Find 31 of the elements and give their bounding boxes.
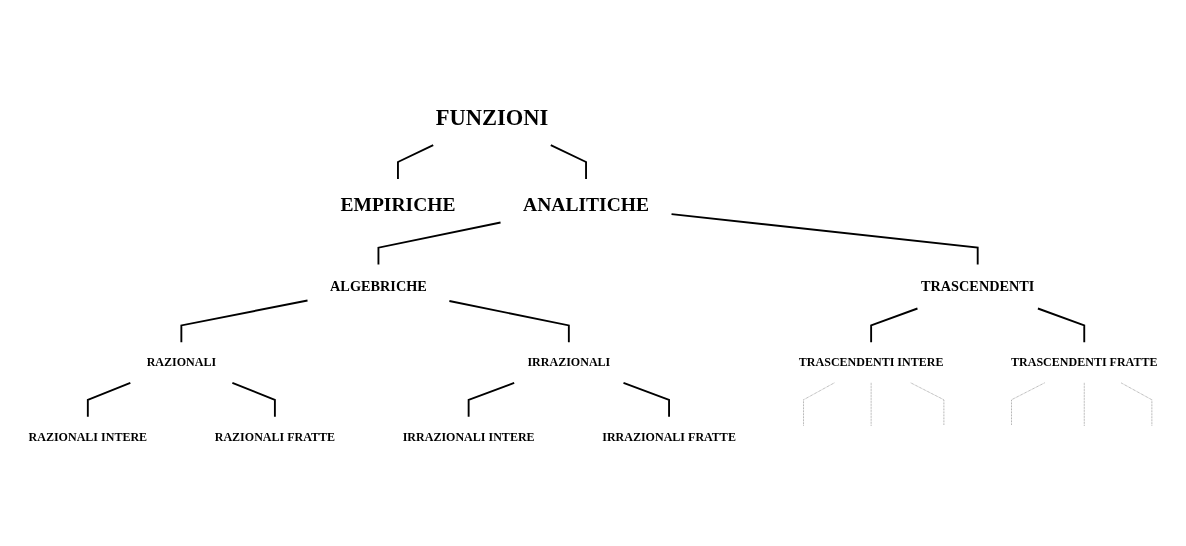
node-text: IRRAZIONALI bbox=[527, 355, 611, 369]
connector bbox=[803, 382, 835, 427]
connector bbox=[1037, 307, 1086, 344]
node-text: IRRAZIONALI INTERE bbox=[402, 430, 535, 443]
connector bbox=[377, 221, 502, 266]
connector bbox=[870, 307, 919, 344]
node-text: ANALITICHE bbox=[523, 193, 649, 216]
node-text: RAZIONALI INTERE bbox=[28, 430, 148, 443]
connector bbox=[910, 382, 945, 427]
node-text: RAZIONALI bbox=[146, 355, 217, 369]
connector bbox=[1120, 382, 1153, 427]
node-text: IRRAZIONALI FRATTE bbox=[602, 430, 736, 443]
connector bbox=[622, 381, 670, 418]
node-text: EMPIRICHE bbox=[340, 193, 456, 216]
connector bbox=[397, 144, 435, 180]
connector bbox=[467, 381, 516, 418]
connector bbox=[670, 213, 979, 266]
connector bbox=[1083, 382, 1085, 427]
connector bbox=[86, 381, 132, 418]
connector bbox=[448, 300, 570, 344]
connector bbox=[870, 382, 872, 427]
node-text: FUNZIONI bbox=[435, 104, 549, 130]
connector bbox=[549, 144, 587, 180]
node-text: RAZIONALI FRATTE bbox=[214, 430, 336, 443]
node-text: TRASCENDENTI bbox=[920, 278, 1035, 294]
connector bbox=[180, 299, 309, 344]
connector bbox=[1011, 382, 1045, 427]
node-text: ALGEBRICHE bbox=[330, 278, 427, 294]
connector bbox=[231, 381, 276, 418]
node-text: TRASCENDENTI INTERE bbox=[798, 355, 944, 369]
node-text: TRASCENDENTI FRATTE bbox=[1011, 355, 1158, 369]
